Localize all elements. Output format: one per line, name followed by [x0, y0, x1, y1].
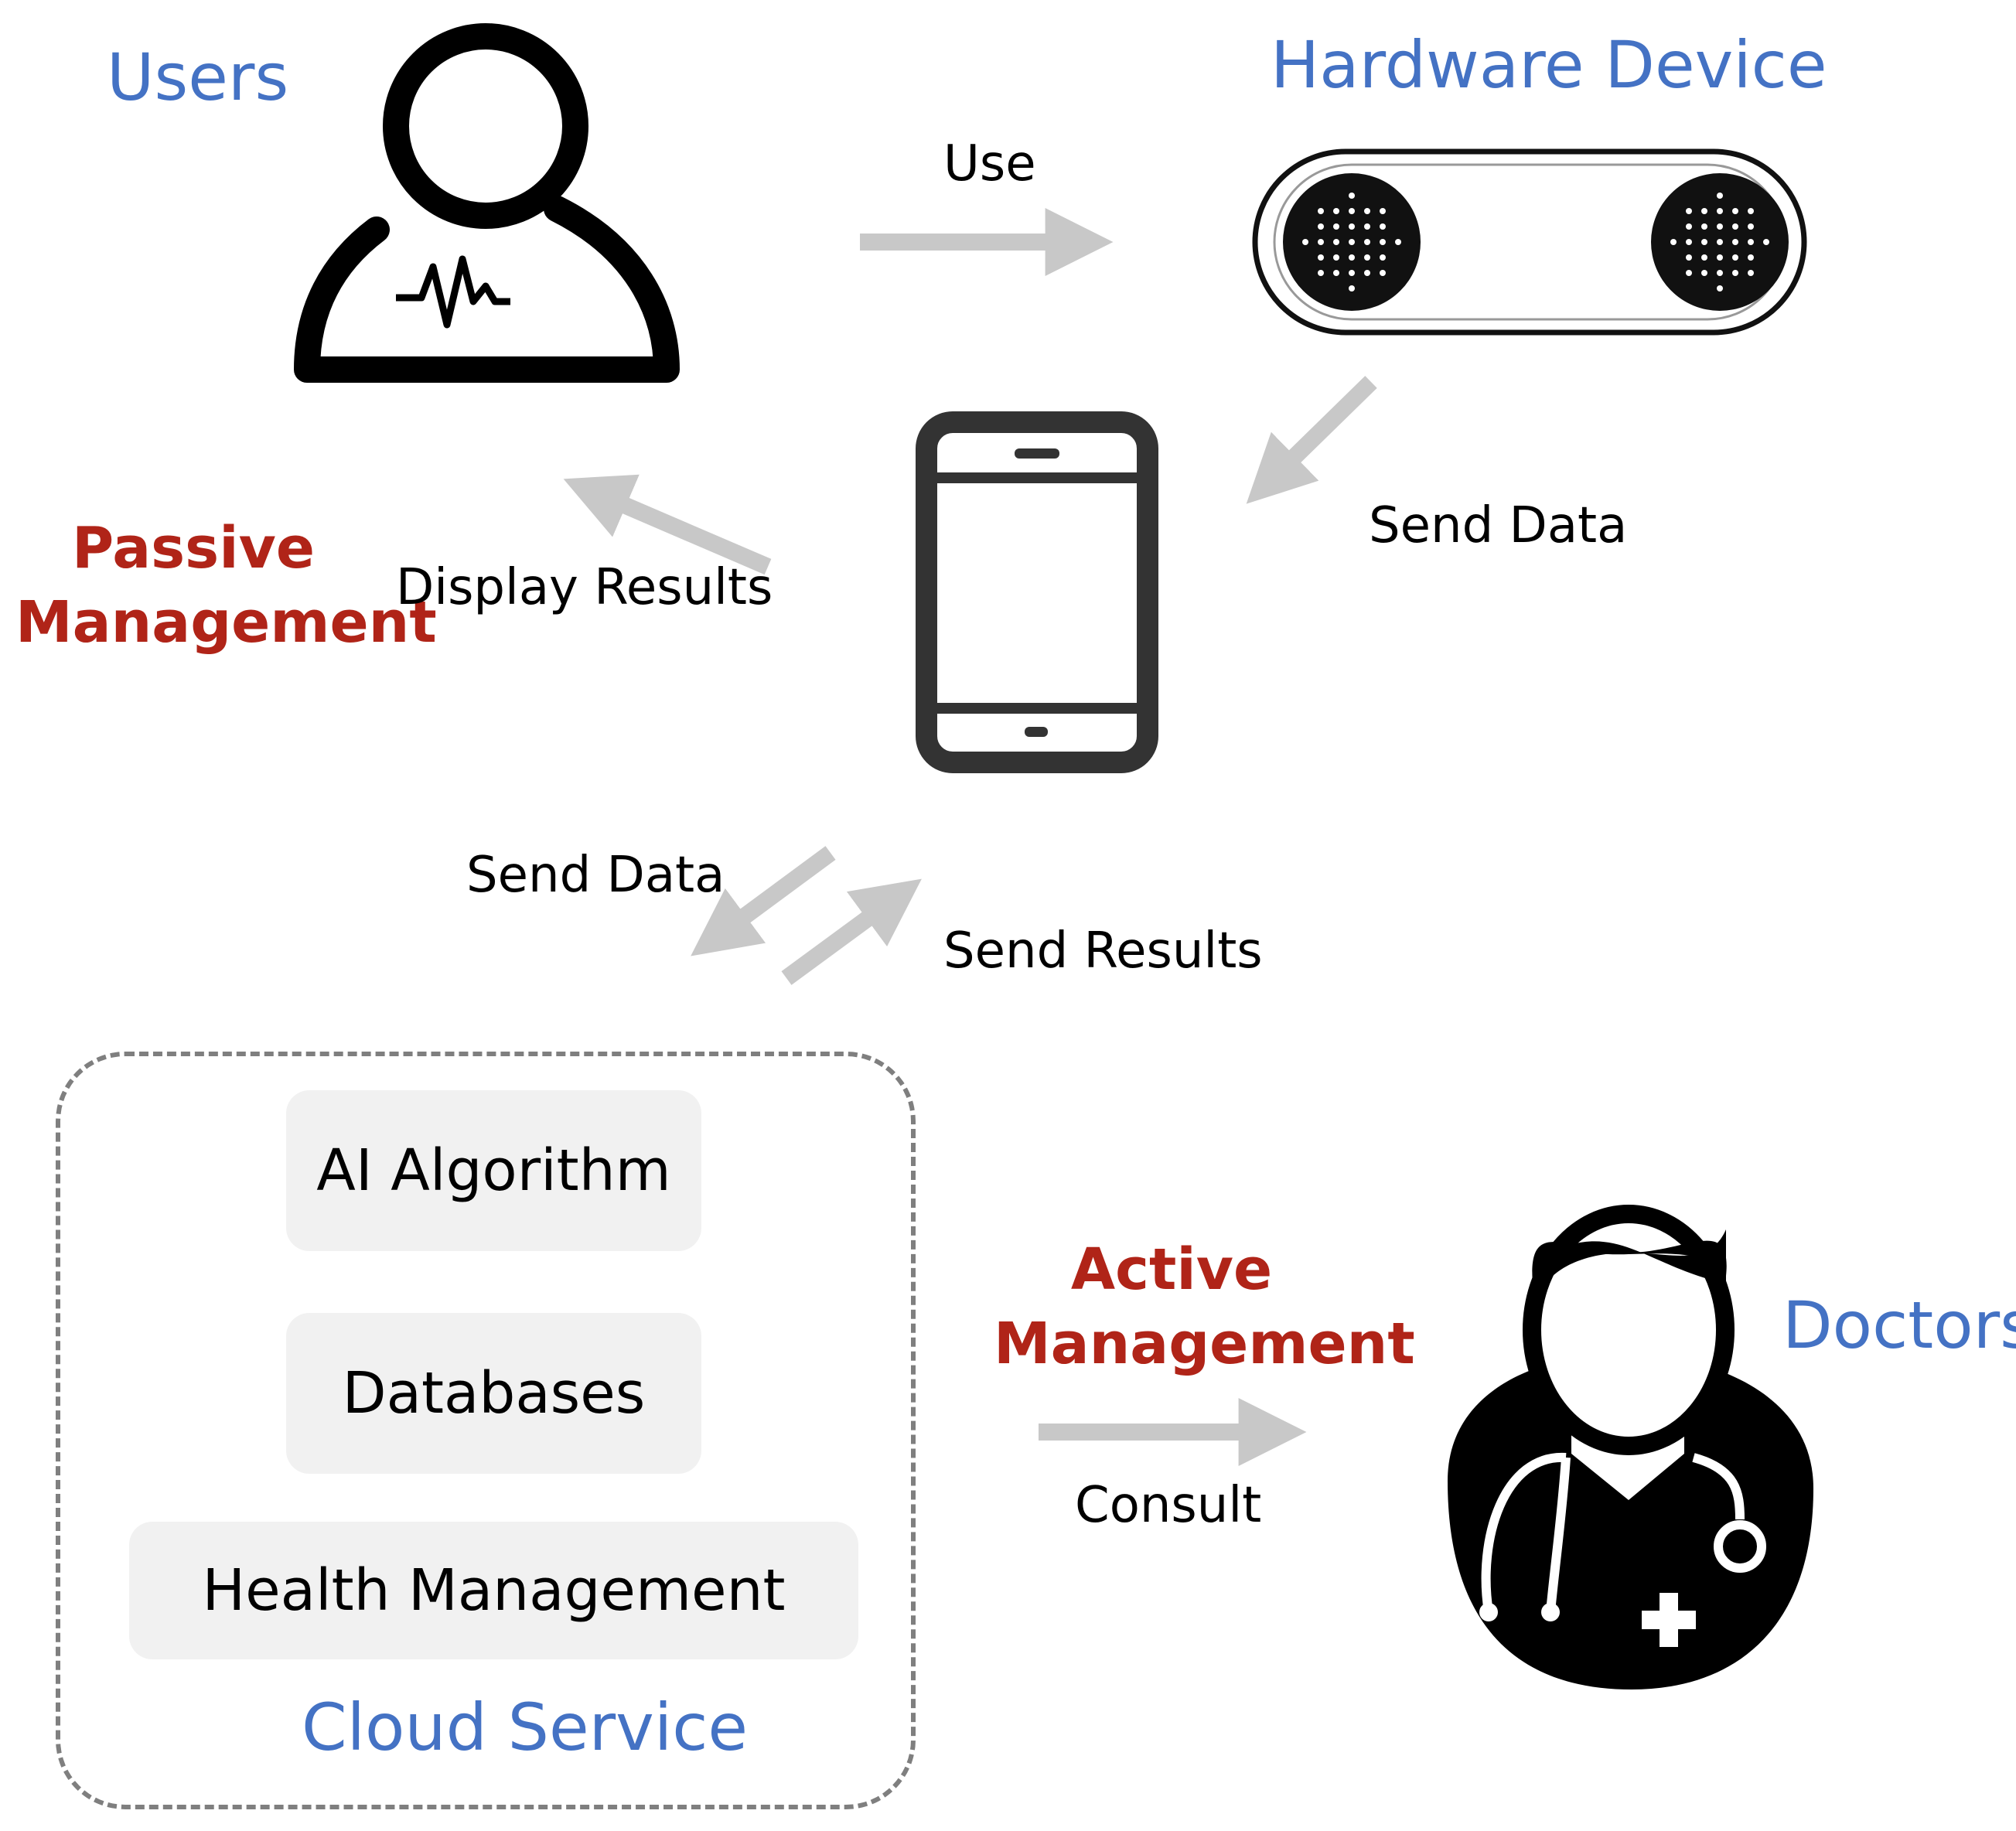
speaker-dot [1333, 270, 1339, 276]
edge-label-send-data-device: Send Data [1369, 497, 1628, 554]
smartphone-icon [916, 411, 1158, 773]
speaker-dot [1364, 239, 1370, 245]
speaker-dot [1395, 239, 1401, 245]
speaker-dot [1349, 270, 1355, 276]
speaker-dot [1670, 239, 1677, 245]
speaker-dot [1732, 239, 1738, 245]
module-health-management: Health Management [129, 1522, 858, 1659]
speaker-dot [1349, 285, 1355, 292]
speaker-dot [1333, 254, 1339, 261]
speaker-dot [1380, 239, 1386, 245]
speaker-dot [1748, 239, 1754, 245]
cloud-service-label: Cloud Service [302, 1689, 749, 1765]
speaker-dot [1349, 239, 1355, 245]
edge-label-send-results: Send Results [943, 922, 1263, 980]
speaker-dot [1701, 239, 1707, 245]
speaker-dot [1318, 223, 1324, 230]
speaker-dot [1333, 239, 1339, 245]
speaker-dot [1686, 270, 1692, 276]
speaker-dot [1333, 223, 1339, 230]
speaker-dot [1318, 270, 1324, 276]
module-ai-algorithm: AI Algorithm [286, 1090, 701, 1251]
edge-label-send-data-cloud: Send Data [466, 847, 725, 904]
arrow-send-data-cloud [691, 846, 836, 956]
edge-label-display-results: Display Results [396, 559, 773, 616]
speaker-dot [1318, 254, 1324, 261]
speaker-dot [1380, 254, 1386, 261]
cloud-service-frame [56, 1052, 916, 1809]
speaker-dot [1380, 208, 1386, 214]
users-label: Users [107, 39, 289, 115]
speaker-dot [1732, 254, 1738, 261]
user-heartbeat-icon [294, 23, 680, 383]
speaker-dot [1380, 270, 1386, 276]
arrow-send-data-device [1246, 376, 1377, 504]
speaker-dot [1364, 254, 1370, 261]
speaker-dot [1717, 254, 1723, 261]
speaker-dot [1302, 239, 1308, 245]
speaker-dot [1732, 270, 1738, 276]
speaker-dot [1686, 239, 1692, 245]
arrows [563, 208, 1377, 1466]
speaker-dot [1717, 223, 1723, 230]
active-line-2: Management [994, 1311, 1415, 1377]
speaker-dot [1318, 208, 1324, 214]
speaker-dot [1701, 223, 1707, 230]
speaker-dot [1717, 285, 1723, 292]
speaker-dot [1349, 254, 1355, 261]
speaker-dot [1686, 223, 1692, 230]
speaker-dot [1364, 208, 1370, 214]
edge-label-consult: Consult [1075, 1477, 1262, 1534]
speaker-dot [1717, 193, 1723, 199]
speaker-dot [1732, 223, 1738, 230]
speaker-dot [1763, 239, 1769, 245]
doctor-icon [1448, 1205, 1813, 1689]
speaker-dot [1748, 254, 1754, 261]
arrow-display-results [563, 474, 772, 575]
speaker-dot [1364, 270, 1370, 276]
speaker-dot [1732, 208, 1738, 214]
passive-management-label: Passive Management [15, 515, 437, 656]
doctors-label: Doctors [1782, 1287, 2016, 1363]
speaker-dot [1349, 208, 1355, 214]
speaker-dot [1333, 208, 1339, 214]
speaker-dot [1717, 270, 1723, 276]
edge-label-use: Use [943, 135, 1036, 193]
speaker-dot [1364, 223, 1370, 230]
speaker-dot [1748, 223, 1754, 230]
speaker-dot [1349, 193, 1355, 199]
module-databases: Databases [286, 1313, 701, 1474]
hardware-device-label: Hardware Device [1271, 27, 1827, 103]
active-line-1: Active [1070, 1236, 1273, 1303]
passive-line-2: Management [15, 589, 437, 656]
speaker-dot [1686, 254, 1692, 261]
speaker-dot [1701, 270, 1707, 276]
speaker-dot [1380, 223, 1386, 230]
speaker-dot [1701, 208, 1707, 214]
speaker-dot [1748, 270, 1754, 276]
arrow-send-results [781, 878, 922, 985]
speaker-dot [1349, 223, 1355, 230]
speaker-dot [1717, 208, 1723, 214]
active-management-label: Active Management [994, 1236, 1415, 1377]
speaker-dot [1686, 208, 1692, 214]
hardware-device-icon [1252, 148, 1807, 336]
speaker-dot [1717, 239, 1723, 245]
speaker-dot [1748, 208, 1754, 214]
passive-line-1: Passive [71, 515, 316, 581]
speaker-dot [1318, 239, 1324, 245]
speaker-dot [1701, 254, 1707, 261]
